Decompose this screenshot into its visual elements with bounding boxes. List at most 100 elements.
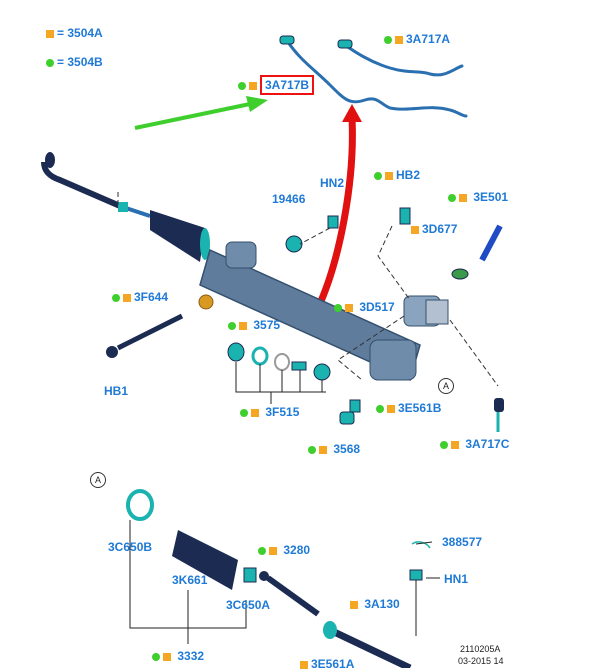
callout-label: HB1 [104,384,129,398]
callout-hb1[interactable]: HB1 [104,384,128,398]
callout-label: 3E561A [311,657,355,671]
seal-3f644 [198,294,214,310]
orange-square-icon [459,193,467,202]
orange-square-icon [46,29,54,38]
clamp-3c650b [126,489,154,521]
green-dot-icon [376,404,384,413]
callout-3e561b[interactable]: 3E561B [376,401,441,415]
green-dot-icon [258,546,266,555]
clip-3e561b [349,399,361,413]
callout-3a717a[interactable]: 3A717A [384,32,450,46]
callout-label: 3332 [177,649,205,663]
callout-3280[interactable]: 3280 [258,543,310,557]
callout-hn2[interactable]: HN2 [320,176,344,190]
legend-square: = 3504A [46,26,103,40]
orange-square-icon [451,440,459,449]
callout-3e501[interactable]: 3E501 [448,190,508,204]
inner-tie-rod [106,313,184,358]
callout-3d517[interactable]: 3D517 [334,300,395,314]
orange-square-icon [249,81,257,90]
green-dot-icon [228,321,236,330]
green-dot-icon [240,408,248,417]
callout-label: 3C650A [226,598,271,612]
red-arrowhead [342,104,362,122]
bracket-3d517 [425,299,449,325]
callout-3f515[interactable]: 3F515 [240,405,299,419]
callout-label: 3D517 [359,300,395,314]
callout-3e561a[interactable]: 3E561A [300,657,354,671]
orange-square-icon [319,445,327,454]
callout-label: 3A717C [465,437,510,451]
legend-separator-2: = [57,55,65,69]
lower-bolt-hn1 [409,541,431,636]
tie-rod-end-3a130 [323,621,412,668]
callout-label: 3K661 [172,573,208,587]
orange-square-icon [251,408,259,417]
callout-label: HN1 [444,572,469,586]
callout-3332[interactable]: 3332 [152,649,204,663]
callout-hn1[interactable]: HN1 [444,572,468,586]
callout-3a130[interactable]: 3A130 [350,597,400,611]
orange-square-icon [269,546,277,555]
callout-3a717b[interactable]: 3A717B [238,75,315,95]
outer-tie-rod-end [41,152,151,218]
green-dot-icon [440,440,448,449]
callout-3a717c[interactable]: 3A717C [440,437,509,451]
clamp-3c650a [243,567,257,583]
callout-label: 3D677 [422,222,458,236]
callout-3f644[interactable]: 3F644 [112,290,168,304]
legend-dot: = 3504B [46,55,103,69]
callout-label: 3F515 [265,405,300,419]
callout-label: 3280 [283,543,311,557]
callout-388577[interactable]: 388577 [442,535,482,549]
callout-label: 3568 [333,442,361,456]
green-dot-icon [238,81,246,90]
seal-kit-3f515 [227,342,331,404]
clip-3568 [339,411,355,425]
green-dot-icon [334,303,342,312]
tie-rod-3280 [259,571,320,617]
callout-label: HB2 [396,168,421,182]
sensor-3e501 [479,224,503,262]
orange-square-icon [300,660,308,669]
green-dot-icon [152,652,160,661]
callout-3c650b[interactable]: 3C650B [108,540,152,554]
footer-date: 03-2015 14 [458,656,504,666]
sensor-3a717c [494,398,504,432]
orange-square-icon [385,171,393,180]
washer-19466 [285,235,303,253]
callout-label: 388577 [442,535,483,549]
orange-square-icon [345,303,353,312]
legend-square-code: 3504A [67,26,103,40]
orange-square-icon [411,225,419,234]
boot-3k661 [172,530,238,590]
callout-label: 19466 [272,192,306,206]
bolt-hb2 [399,207,411,225]
callout-label: 3F644 [134,290,169,304]
orange-square-icon [395,35,403,44]
orange-square-icon [163,652,171,661]
oring-3d677 [451,268,469,280]
green-dot-icon [374,171,382,180]
bolt-hn2 [327,215,339,229]
callout-label: 3575 [253,318,281,332]
lower-leader-lines [129,520,440,644]
callout-3k661[interactable]: 3K661 [172,573,207,587]
detail-a-marker-bottom[interactable]: A [90,472,106,488]
callout-3568[interactable]: 3568 [308,442,360,456]
green-dot-icon [384,35,392,44]
callout-3575[interactable]: 3575 [228,318,280,332]
legend-separator: = [57,26,65,40]
detail-a-marker-top[interactable]: A [438,378,454,394]
callout-3d677[interactable]: 3D677 [411,222,457,236]
callout-label: HN2 [320,176,345,190]
orange-square-icon [350,600,358,609]
red-highlight-arrow [314,117,356,310]
callout-hb2[interactable]: HB2 [374,168,420,182]
green-dot-icon [448,193,456,202]
green-pointer-arrow [134,102,251,130]
callout-label: 3E561B [398,401,442,415]
callout-3c650a[interactable]: 3C650A [226,598,270,612]
callout-19466[interactable]: 19466 [272,192,305,206]
